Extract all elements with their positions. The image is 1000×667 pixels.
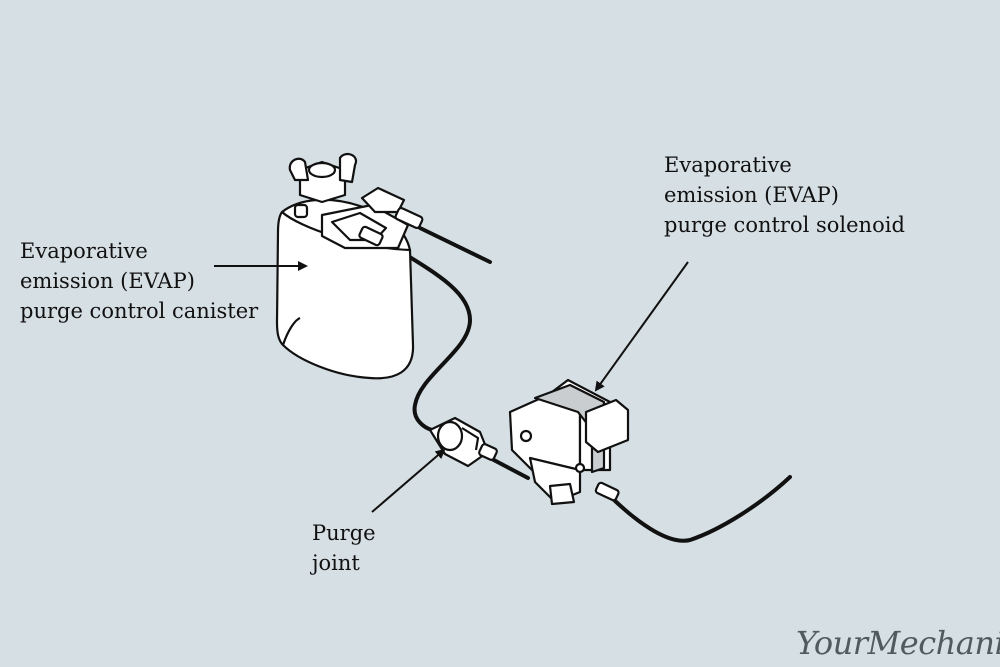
label-line: Evaporative [664,153,792,177]
label-evap-canister: Evaporative emission (EVAP) purge contro… [20,236,258,326]
arrow-icon [371,448,446,513]
label-line: purge control canister [20,299,259,323]
arrow-icon [594,261,689,392]
label-line: purge control solenoid [664,213,905,237]
label-evap-solenoid: Evaporative emission (EVAP) purge contro… [664,150,905,240]
label-line: Evaporative [20,239,148,263]
label-line: Purge [312,521,376,545]
evap-solenoid [508,378,630,506]
callout-arrows [214,261,689,513]
label-line: emission (EVAP) [20,269,195,293]
hose-joint-to-solenoid [488,456,530,480]
yourmechanic-logo: YourMechanic [796,624,1000,662]
label-purge-joint: Purge joint [312,518,376,578]
hose-canister-top [418,226,492,264]
label-line: emission (EVAP) [664,183,839,207]
hose-solenoid-outlet [610,475,792,543]
hoses [380,226,792,543]
hose-canister-to-joint [380,238,473,432]
evap-canister [275,152,424,380]
purge-joint [428,416,498,468]
label-line: joint [312,551,360,575]
